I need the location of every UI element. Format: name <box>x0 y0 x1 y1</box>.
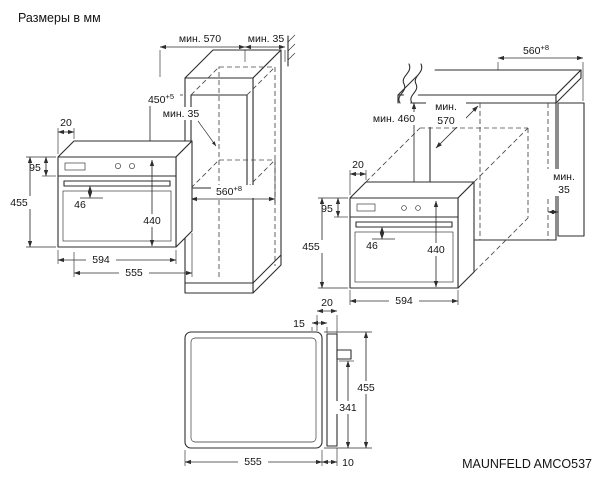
dim-oven-width: 594 <box>92 254 110 266</box>
dim-section-depth: 555 <box>244 456 262 468</box>
dim-section-height: 455 <box>357 382 375 394</box>
oven-top-face <box>57 140 193 158</box>
door-glass <box>354 231 454 283</box>
dim-door-offset: 20 <box>352 159 364 171</box>
dim-oven-width: 594 <box>395 295 413 307</box>
break-wave <box>398 63 411 104</box>
dim-handle: 46 <box>74 199 86 211</box>
knob-icon <box>401 205 407 211</box>
dim-wall-gap-line1: мин. <box>553 171 575 183</box>
oven-side-face <box>175 140 193 248</box>
side-view-drawing: 20 15 455 341 555 10 <box>184 297 381 469</box>
knob-icon <box>129 163 135 169</box>
column-cabinet-drawing: мин. 570 мин. 35 450+5 мин. 35 560+8 <box>143 33 296 294</box>
oven-inner-wall <box>190 337 317 443</box>
dim-handle: 46 <box>366 240 378 252</box>
dim-body-width: 555 <box>125 267 143 279</box>
dim-oven-height: 455 <box>302 241 320 253</box>
dim-column-wall-gap: мин. 35 <box>248 33 285 45</box>
dim-column-depth: мин. 570 <box>179 33 221 45</box>
dim-counter-depth-line1: мин. <box>435 101 457 113</box>
dim-inner-height: 440 <box>427 244 445 256</box>
dim-niche-width: 560+8 <box>216 184 242 198</box>
oven-body-section <box>184 331 323 449</box>
countertop-edge <box>397 94 557 104</box>
handle-section <box>336 349 352 360</box>
dim-oven-height: 455 <box>10 197 28 209</box>
dim-under-counter-height: мин. 460 <box>373 113 415 125</box>
model-label: MAUNFELD AMCO537 <box>462 457 592 471</box>
break-area <box>398 65 438 104</box>
oven-door-section <box>326 333 338 447</box>
break-wave <box>410 63 423 104</box>
dim-vent-gap: мин. 35 <box>163 108 200 120</box>
dim-wall-gap-line2: 35 <box>558 184 570 196</box>
dim-inner-height: 440 <box>143 215 161 227</box>
cabinet-side-face <box>252 49 282 294</box>
dim-door-thickness: 20 <box>321 297 333 309</box>
dim-section-inner: 341 <box>339 402 357 414</box>
oven-handle <box>63 180 171 187</box>
oven-right-drawing: 20 95 455 46 440 594 <box>298 159 475 307</box>
display <box>356 203 376 212</box>
dim-gap-10: 10 <box>342 457 354 469</box>
dim-panel-height: 95 <box>29 162 41 174</box>
display <box>64 162 86 171</box>
oven-top-face <box>349 181 475 199</box>
dim-counter-niche-width: 560+8 <box>523 43 549 57</box>
dim-niche-height: 450+5 <box>148 92 174 106</box>
oven-handle <box>355 221 453 228</box>
dim-counter-depth-line2: 570 <box>437 115 455 127</box>
door-glass <box>62 190 172 242</box>
oven-side-face <box>457 181 475 289</box>
dim-gap-15: 15 <box>293 318 305 330</box>
dim-door-offset: 20 <box>60 117 72 129</box>
dim-panel-height: 95 <box>321 203 333 215</box>
page-title: Размеры в мм <box>18 11 101 25</box>
knob-icon <box>415 205 421 211</box>
knob-icon <box>115 163 121 169</box>
oven-left-drawing: 20 95 455 46 440 594 555 <box>6 117 193 279</box>
niche-back-hidden <box>218 66 276 161</box>
